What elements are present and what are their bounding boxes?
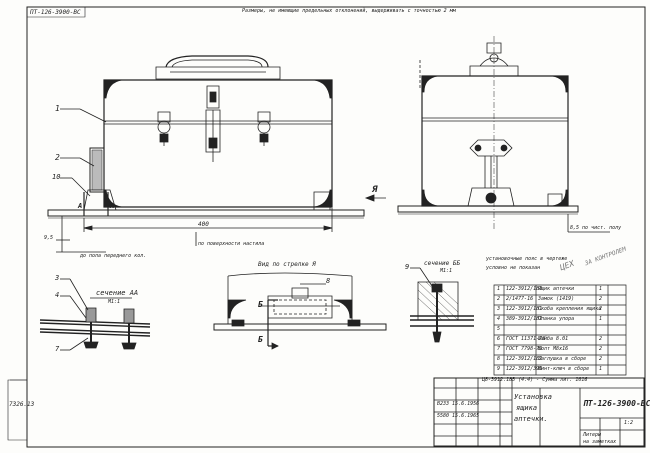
table-cell-qty: 2 [599, 346, 603, 352]
callout-9: 9 [405, 263, 410, 271]
left-margin-code: 7326.13 [9, 401, 35, 408]
bottom-stamp-2: на заметках [583, 439, 617, 445]
callout-4: 4 [55, 291, 60, 299]
table-cell-designation: 389-3912/182 [506, 316, 543, 322]
table-cell-pos: 8 [497, 356, 501, 362]
callout-7: 7 [55, 345, 60, 353]
table-cell-designation: ГОСТ 11371-78 [506, 336, 546, 342]
section-bb-title: сечение ББ [424, 260, 461, 267]
table-cell-pos: 3 [497, 306, 501, 312]
table-cell-name: Заглушка в сборе [538, 356, 587, 362]
table-cell-pos: 5 [497, 326, 501, 332]
parts-table-grid [494, 285, 626, 375]
view-arrow-label: Я [372, 185, 378, 195]
table-cell-name: Ящик аптечки [538, 286, 575, 292]
section-bb-scale: М1:1 [440, 268, 453, 274]
section-a-mark-right: А [110, 202, 115, 210]
table-cell-name: Шайба 8.01 [538, 336, 569, 342]
table-cell-designation: 2/1477-16 [506, 296, 534, 302]
table-cell-qty: 2 [599, 296, 603, 302]
table-cell-pos: 6 [497, 336, 501, 342]
view-title: Вид по стрелке Я [258, 261, 316, 268]
callout-3: 3 [55, 274, 60, 282]
title-block [434, 378, 644, 446]
sheet-border [27, 7, 645, 447]
right-note-1: установочные пояс в чертеже [486, 256, 568, 262]
table-cell-designation: 122-3912/390 [506, 366, 543, 372]
title-line-3: аптечки. [514, 415, 548, 423]
section-bb [410, 268, 474, 342]
callout-10: 10 [52, 173, 61, 181]
title-line-1: Установка [514, 393, 552, 401]
table-cell-name: Планка упора [538, 316, 575, 322]
dimension-400: 400 [198, 221, 209, 228]
callout-1: 1 [55, 104, 60, 113]
stamp-line-1: В2ЗЗ 15.6.1956 [437, 401, 480, 407]
table-cell-name: Замок (1419) [538, 296, 575, 302]
view-ya [214, 273, 386, 349]
section-a-mark-left: А [78, 202, 83, 210]
table-cell-name: Винт-ключ в сборе [538, 366, 590, 372]
table-cell-pos: 1 [497, 286, 501, 292]
view-b-mark-top: Б [258, 300, 263, 309]
stamp-line-2: 5580 15.6.1965 [437, 413, 480, 419]
callout-2: 2 [55, 153, 60, 162]
table-cell-name: Болт М8х16 [538, 346, 569, 352]
top-note: Размеры, не имеющие предельных отклонени… [242, 8, 456, 14]
section-aa-scale: М1:1 [108, 299, 121, 305]
corner-doc-number: ПТ-126-3900-ВС [30, 9, 81, 16]
section-aa-title: сечение АА [96, 289, 139, 297]
table-cell-qty: 1 [599, 366, 603, 372]
drawing-number: ПТ-126-3900-ВС [583, 399, 650, 408]
table-cell-designation: 122-3912/181 [506, 306, 543, 312]
note-front-floor: до пола переднего кол. [80, 253, 147, 259]
table-cell-designation: 122-3912/183 [506, 286, 543, 292]
title-line-2: ящика [516, 404, 538, 412]
table-cell-pos: 4 [497, 316, 501, 322]
left-margin-stamp [8, 380, 27, 440]
bottom-stamp: Литеры [583, 432, 602, 438]
sheet-label: 1:2 [624, 420, 634, 426]
dim-left-small: 9,5 [44, 235, 54, 241]
front-view [48, 56, 386, 252]
right-note-2: условно не показан [486, 265, 541, 271]
table-cell-name: Скоба крепления ящика [538, 306, 602, 312]
table-cell-designation: ГОСТ 7798-70 [506, 346, 543, 352]
table-cell-pos: 2 [497, 296, 501, 302]
table-cell-qty: 2 [599, 356, 603, 362]
section-aa [40, 279, 150, 350]
table-cell-qty: 2 [599, 336, 603, 342]
callout-8: 8 [326, 277, 331, 285]
table-cell-qty: 1 [599, 316, 603, 322]
view-b-mark-bottom: Б [258, 335, 263, 344]
table-cell-qty: 1 [599, 286, 603, 292]
table-cell-qty: 2 [599, 306, 603, 312]
table-cell-pos: 7 [497, 346, 501, 352]
table-cell-pos: 9 [497, 366, 501, 372]
side-view [398, 36, 610, 232]
note-surface: по поверхности настила [198, 241, 265, 247]
side-dim: 8,5 по чист. полу [570, 225, 622, 231]
table-cell-designation: 122-3912/182 [506, 356, 543, 362]
below-table-note: Ц8-3912.183 (4.4) - Сумма лит. 1016 [482, 377, 588, 383]
